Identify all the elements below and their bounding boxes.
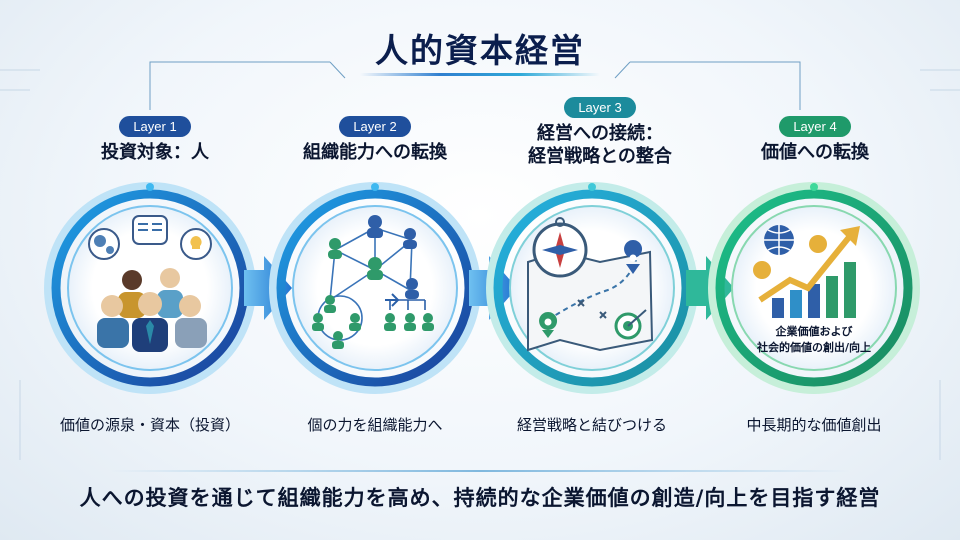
page-title-box: 人的資本経営 <box>340 28 620 76</box>
layer-4-inner-line2: 社会的価値の創出/向上 <box>756 340 871 354</box>
layer-3-title-line2: 経営戦略との整合 <box>528 146 672 167</box>
layer-1-title: 投資対象：人 <box>101 142 209 163</box>
summary-text: 人への投資を通じて組織能力を高め、持続的な企業価値の創造/向上を目指す経営 <box>79 486 881 510</box>
layer-4-caption: 中長期的な価値創出 <box>746 416 882 434</box>
layer-3-title-line1: 経営への接続： <box>537 123 663 144</box>
layer-2-caption: 個の力を組織能力へ <box>307 416 443 434</box>
layer-3-header: Layer 3 経営への接続： 経営戦略との整合 <box>500 97 700 168</box>
page-title: 人的資本経営 <box>375 31 585 70</box>
layer-2-circle <box>269 182 481 394</box>
layer-4-badge: Layer 4 <box>779 116 851 137</box>
layer-1-header: Layer 1 投資対象：人 <box>70 116 240 164</box>
layer-1-circle <box>44 182 256 394</box>
growth-chart-icon <box>753 225 860 318</box>
layer-3-caption: 経営戦略と結びつける <box>516 416 667 434</box>
layer-4-inner-line1: 企業価値および <box>775 324 854 338</box>
layer-4-header: Layer 4 価値への転換 <box>730 116 900 164</box>
compass-map-icon <box>527 217 654 352</box>
layer-4-title: 価値への転換 <box>761 142 869 163</box>
people-icon <box>88 215 212 352</box>
arrow-1-2 <box>244 256 292 320</box>
layer-1-badge: Layer 1 <box>119 116 191 137</box>
layer-3-badge: Layer 3 <box>564 97 636 118</box>
layer-2-header: Layer 2 組織能力への転換 <box>280 116 470 164</box>
network-icon <box>312 215 434 349</box>
layer-2-title: 組織能力への転換 <box>303 142 447 163</box>
title-underline <box>360 73 600 76</box>
layer-1-caption: 価値の源泉・資本（投資） <box>59 416 240 434</box>
summary-divider <box>110 470 850 472</box>
layer-2-badge: Layer 2 <box>339 116 411 137</box>
